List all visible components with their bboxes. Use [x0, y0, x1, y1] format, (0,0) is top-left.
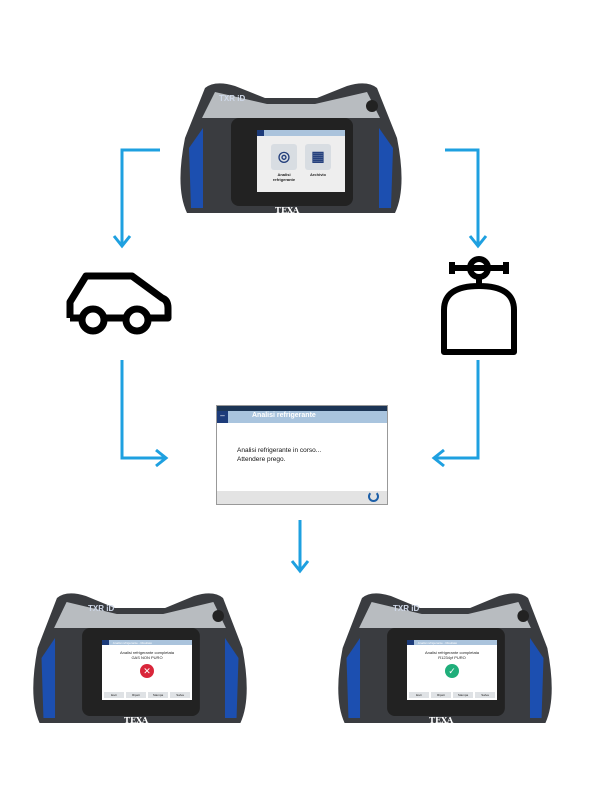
result-header: Analisi refrigerante - Risultato: [112, 641, 153, 645]
print-button[interactable]: Stampa: [148, 692, 168, 698]
tile-analisi[interactable]: ◎Analisi refrigerante: [271, 143, 297, 182]
device-home: TXR iD TEXA ◎Analisi refrigerante ▦Archi…: [175, 78, 407, 220]
exit-button[interactable]: Esci: [409, 692, 429, 698]
result-line1: Analisi refrigerante completata: [119, 650, 175, 656]
arrow-device-to-cylinder: [445, 148, 488, 249]
brand-logo: TEXA: [429, 715, 454, 725]
gas-cylinder-icon: [441, 256, 517, 355]
model-label: TXR iD: [393, 604, 420, 613]
error-icon: ✕: [140, 664, 154, 679]
result-line1: Analisi refrigerante completata: [424, 650, 480, 656]
analysis-screen: – Analisi refrigerante Analisi refrigeran…: [216, 405, 388, 505]
arrow-car-to-analysis: [120, 360, 169, 468]
brand-logo: TEXA: [124, 715, 149, 725]
result-status: GAS NON PURO: [131, 655, 163, 661]
home-screen: ◎Analisi refrigerante ▦Archivio: [257, 130, 345, 192]
model-label: TXR iD: [219, 94, 246, 103]
brand-logo: TEXA: [275, 205, 300, 215]
save-button[interactable]: Salva: [170, 692, 190, 698]
model-label: TXR iD: [88, 604, 115, 613]
tile-archivio[interactable]: ▦Archivio: [305, 143, 331, 182]
repeat-button[interactable]: Ripeti: [126, 692, 146, 698]
success-check-icon: ✓: [445, 664, 459, 679]
save-button[interactable]: Salva: [475, 692, 495, 698]
result-status: R1234yf PURO: [438, 655, 466, 661]
wait-message: Attendere prego.: [237, 456, 286, 463]
result-header: Analisi refrigerante - Risultato: [417, 641, 458, 645]
print-button[interactable]: Stampa: [453, 692, 473, 698]
menu-button[interactable]: –: [217, 411, 228, 423]
result-screen: Analisi refrigerante - Risultato Analisi…: [407, 640, 497, 700]
archive-grid-icon: ▦: [305, 143, 331, 170]
device-result-fail: TXR iD TEXA Analisi refrigerante - Risul…: [28, 588, 252, 730]
car-icon: [66, 272, 172, 335]
arrow-analysis-to-results: [290, 520, 310, 574]
exit-button[interactable]: Esci: [104, 692, 124, 698]
gas-analysis-icon: ◎: [271, 143, 297, 170]
screen-title: Analisi refrigerante: [252, 412, 316, 419]
result-screen: Analisi refrigerante - Risultato Analisi…: [102, 640, 192, 700]
arrow-device-to-car: [112, 148, 160, 249]
loading-spinner-icon: [368, 491, 379, 502]
repeat-button[interactable]: Ripeti: [431, 692, 451, 698]
device-result-ok: TXR iD TEXA Analisi refrigerante - Risul…: [333, 588, 557, 730]
arrow-cylinder-to-analysis: [431, 360, 480, 468]
analysis-message: Analisi refrigerante in corso...: [237, 447, 322, 454]
